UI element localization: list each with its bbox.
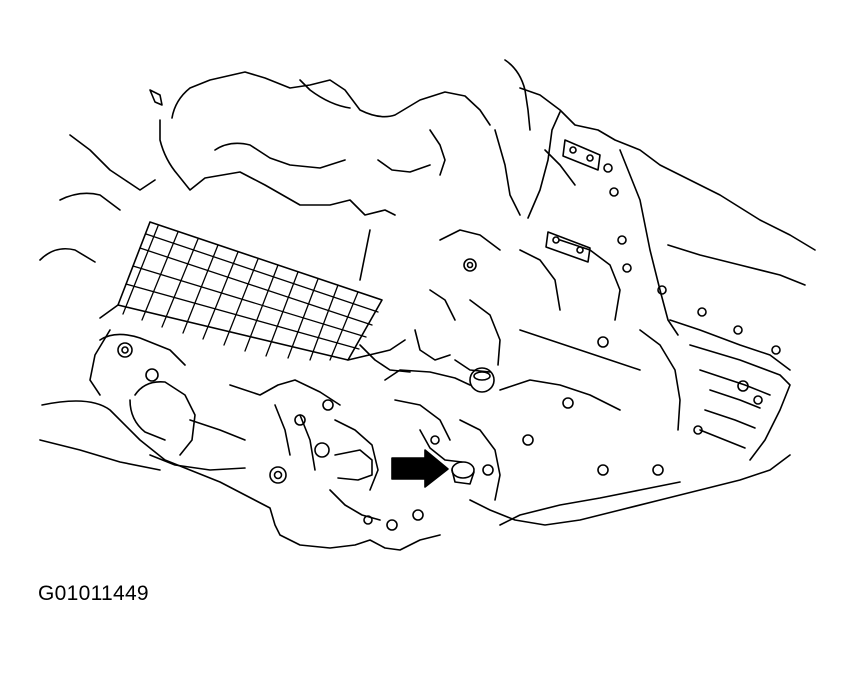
drain-plug (451, 461, 475, 485)
bolts (117, 163, 781, 531)
figure-id-label: G01011449 (38, 582, 149, 605)
transmission-housing (39, 149, 791, 551)
brackets (545, 139, 601, 263)
engine-block-outline (39, 59, 816, 373)
indicator-arrow-icon (391, 449, 449, 488)
grid-shield (99, 221, 406, 361)
